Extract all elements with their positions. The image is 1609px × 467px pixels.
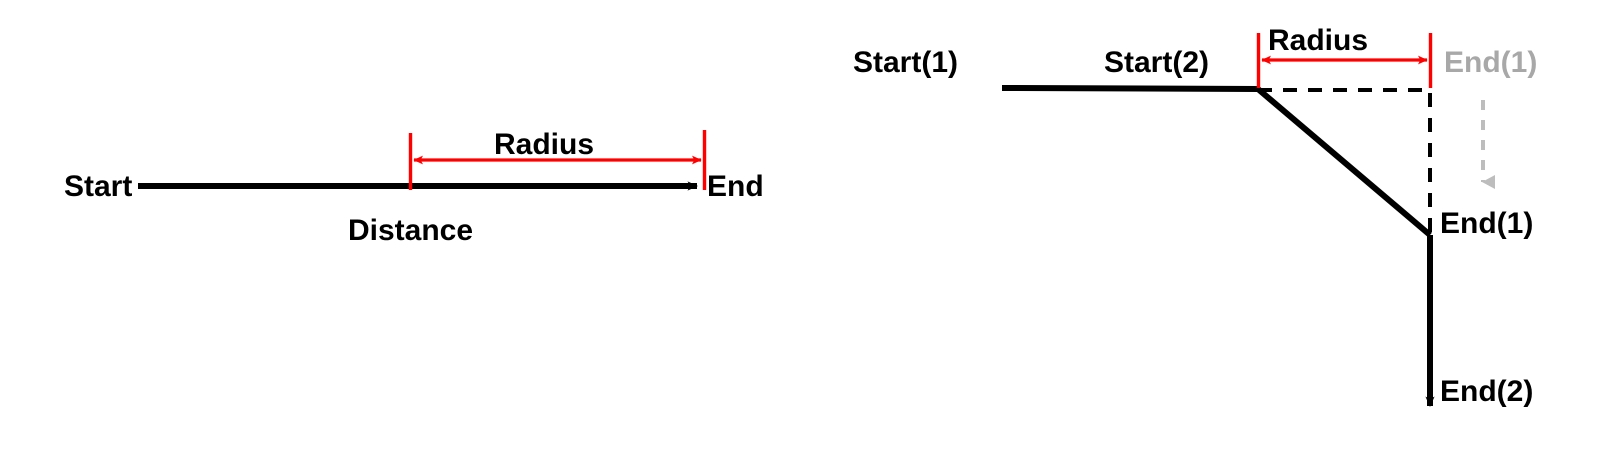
right-end-2-label: End(2) — [1440, 375, 1534, 408]
left-start-label: Start — [64, 170, 133, 203]
right-end-1-ghost-label: End(1) — [1444, 46, 1538, 79]
left-radius-label: Radius — [494, 128, 595, 161]
right-start-1-label: Start(1) — [853, 46, 959, 79]
right-radius-label: Radius — [1268, 24, 1369, 57]
right-segment-1-horizontal — [1001, 85, 1259, 92]
left-panel-graphics — [138, 130, 707, 191]
right-end-1-label: End(1) — [1440, 207, 1534, 240]
left-distance-label: Distance — [348, 214, 474, 247]
right-dashed-original-corner — [1258, 88, 1432, 240]
left-end-label: End — [707, 170, 764, 203]
right-panel-graphics — [1001, 33, 1495, 407]
right-bevel-segment — [1256, 86, 1432, 238]
right-start-2-label: Start(2) — [1104, 46, 1210, 79]
